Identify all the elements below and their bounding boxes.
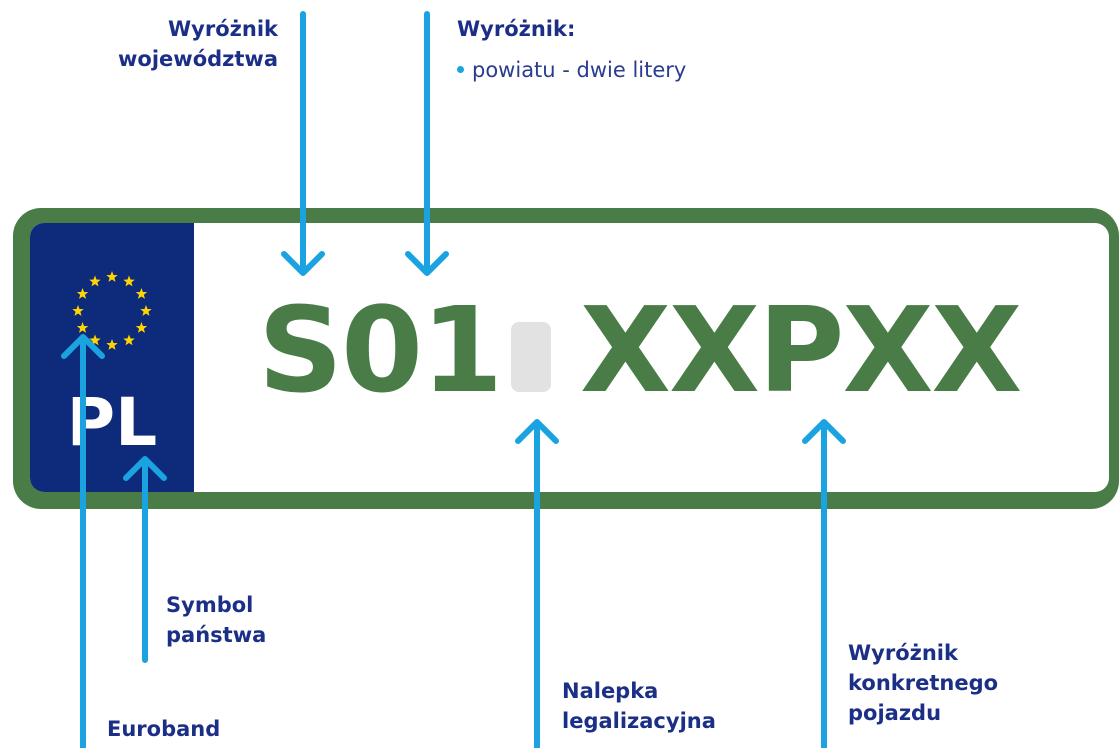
bullet-icon <box>457 65 464 73</box>
eu-star-icon <box>76 288 89 299</box>
legalization-sticker <box>511 322 551 392</box>
eu-star-icon <box>72 305 84 316</box>
license-plate: PL <box>30 223 1109 492</box>
eu-star-icon <box>106 271 118 282</box>
eu-star-icon <box>140 305 152 316</box>
voivodeship-arrow <box>281 11 325 276</box>
eu-star-icon <box>135 288 148 299</box>
eu-star-icon <box>89 275 101 287</box>
eu-star-icon <box>76 322 89 333</box>
district-bullet-item: powiatu - dwie litery <box>457 58 686 82</box>
voivodeship-label: Wyróżnik województwa <box>100 14 278 74</box>
district-title-text: Wyróżnik: <box>457 17 576 41</box>
sticker-arrow <box>515 419 559 748</box>
voivodeship-label-line2: województwa <box>118 47 278 71</box>
district-arrow <box>405 11 449 276</box>
sticker-label-line2: legalizacyjna <box>562 709 716 733</box>
country-symbol-label-line1: Symbol <box>166 593 254 617</box>
country-symbol-label-line2: państwa <box>166 623 267 647</box>
eu-star-icon <box>89 334 101 346</box>
sticker-label: Nalepka legalizacyjna <box>562 676 716 736</box>
vehicle-label-line1: Wyróżnik <box>848 641 958 665</box>
vehicle-label-line2: konkretnego <box>848 671 999 695</box>
eu-star-icon <box>123 275 135 287</box>
country-symbol-arrow <box>123 456 167 663</box>
eu-stars-icon <box>72 271 152 350</box>
district-bullet-text: powiatu - dwie litery <box>472 58 687 82</box>
sticker-label-line1: Nalepka <box>562 679 659 703</box>
eu-star-icon <box>123 334 135 346</box>
euroband-arrow <box>61 334 105 748</box>
district-code: S01 <box>258 281 503 419</box>
eu-star-icon <box>106 339 118 350</box>
district-title: Wyróżnik: <box>457 14 575 44</box>
vehicle-code: XXPXX <box>580 281 1022 419</box>
eu-star-icon <box>135 322 148 333</box>
vehicle-label: Wyróżnik konkretnego pojazdu <box>848 638 998 728</box>
euroband-label: Euroband <box>107 714 220 744</box>
vehicle-label-line3: pojazdu <box>848 701 942 725</box>
euroband-label-text: Euroband <box>107 717 221 741</box>
vehicle-arrow <box>802 419 846 748</box>
voivodeship-label-line1: Wyróżnik <box>168 17 278 41</box>
country-symbol-label: Symbol państwa <box>166 590 266 650</box>
